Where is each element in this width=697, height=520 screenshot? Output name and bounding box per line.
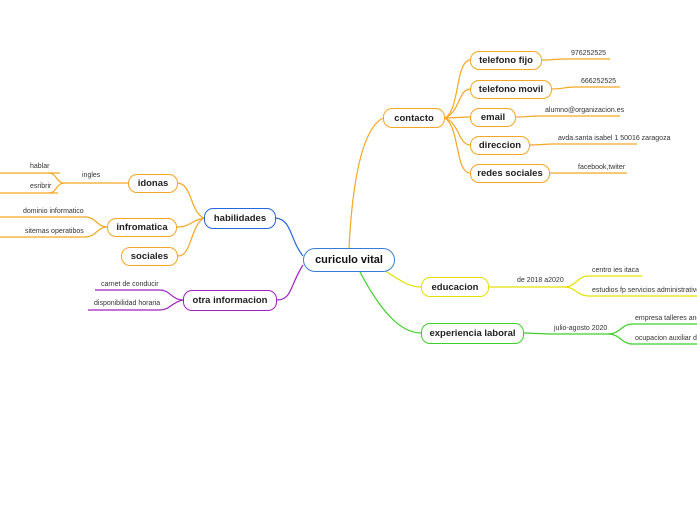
informatica-skill-sistemas[interactable]: sitemas operatibos xyxy=(25,228,84,235)
otra-item-carnet[interactable]: carnet de conducir xyxy=(101,281,159,288)
connector-telefono-fijo-value xyxy=(541,58,566,61)
connector-informatica-dominio xyxy=(85,216,108,228)
branch-experiencia-laboral[interactable]: experiencia laboral xyxy=(421,323,524,344)
connector-contacto-telefono-fijo xyxy=(444,59,471,119)
value-telefono-movil[interactable]: 666252525 xyxy=(581,78,617,85)
connector-period-centro xyxy=(564,275,589,288)
connector-habilidades-idiomas xyxy=(177,182,205,219)
experiencia-period[interactable]: julio-agosto 2020 xyxy=(554,325,608,332)
connector-informatica-sistemas xyxy=(85,226,108,238)
connector-habilidades-sociales xyxy=(177,217,205,257)
topic-idiomas[interactable]: idonas xyxy=(128,174,178,193)
topic-sociales[interactable]: sociales xyxy=(121,247,178,266)
branch-contacto[interactable]: contacto xyxy=(383,108,445,128)
connector-telefono-movil-value xyxy=(551,86,576,90)
value-email[interactable]: alumno@organizacion.es xyxy=(545,107,625,114)
connector-contacto-redes xyxy=(444,117,471,174)
value-telefono-fijo[interactable]: 976252525 xyxy=(571,50,607,57)
branch-educacion[interactable]: educacion xyxy=(421,277,489,297)
connector-otra-carnet xyxy=(159,289,184,301)
topic-email[interactable]: email xyxy=(470,108,516,127)
value-direccion[interactable]: avda.santa isabel 1 50016 zaragoza xyxy=(558,135,671,142)
connector-contacto-telefono-movil xyxy=(444,88,471,119)
connector-email-value xyxy=(515,115,541,118)
topic-redes-sociales[interactable]: redes sociales xyxy=(470,164,550,183)
branch-habilidades[interactable]: habilidades xyxy=(204,208,276,229)
value-redes-sociales[interactable]: facebook,twiter xyxy=(578,164,626,171)
informatica-skill-dominio[interactable]: dominio informatico xyxy=(23,208,84,215)
connector-contacto-direccion xyxy=(444,117,471,146)
experiencia-item-empresa[interactable]: empresa talleres andr xyxy=(635,315,697,322)
connector-period-empresa xyxy=(607,323,633,335)
connector-root-contacto xyxy=(348,117,384,249)
otra-item-disponibilidad[interactable]: disponibilidad horaria xyxy=(94,300,161,307)
connector-period-ocupacion xyxy=(607,333,633,345)
educacion-item-estudios[interactable]: estudios fp servicios administrativos xyxy=(592,287,697,294)
idiomas-skill-hablar[interactable]: hablar xyxy=(30,163,50,170)
connector-contacto-email xyxy=(444,116,471,119)
connector-root-experiencia xyxy=(359,271,422,334)
educacion-period[interactable]: de 2018 a2020 xyxy=(517,277,564,284)
educacion-item-centro[interactable]: centro ies itaca xyxy=(592,267,640,274)
idiomas-skill-escribir[interactable]: esribrir xyxy=(30,183,52,190)
topic-telefono-movil[interactable]: telefono movil xyxy=(470,80,552,99)
connector-direccion-value xyxy=(529,143,553,146)
experiencia-item-ocupacion[interactable]: ocupacion auxiliar de xyxy=(635,335,697,342)
idiomas-language-ingles[interactable]: ingles xyxy=(82,172,101,179)
connector-root-educacion xyxy=(381,268,422,288)
connector-habilidades-informatica xyxy=(176,217,205,228)
topic-direccion[interactable]: direccion xyxy=(470,136,530,155)
branch-otra-informacion[interactable]: otra informacion xyxy=(183,290,277,311)
topic-telefono-fijo[interactable]: telefono fijo xyxy=(470,51,542,70)
connector-root-habilidades xyxy=(275,217,304,257)
connector-root-otra xyxy=(276,264,304,301)
topic-informatica[interactable]: infromatica xyxy=(107,218,177,237)
connector-experiencia-period xyxy=(523,332,551,335)
central-topic[interactable]: curiculo vital xyxy=(303,248,395,272)
connector-period-estudios xyxy=(564,286,589,297)
connector-otra-disponibilidad xyxy=(159,299,184,311)
